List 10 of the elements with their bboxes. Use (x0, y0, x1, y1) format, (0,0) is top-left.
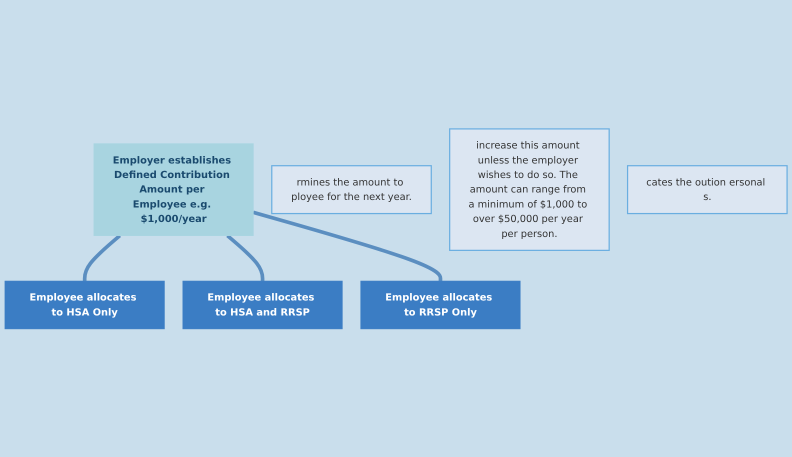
node-box: rmines the amount to ployee for the next year. (271, 164, 432, 214)
node-box: cates the oution ersonal s. (626, 164, 788, 214)
connector (82, 234, 122, 281)
connector (252, 210, 442, 281)
connector (226, 234, 264, 281)
node-box: increase this amount unless the employer wishes to do so. The amount can range from a minimum of $1,000 to over $50,000 per year per person. (449, 128, 610, 251)
node-box: Employee allocates to HSA Only (4, 280, 165, 329)
node-box: Employer establishes Defined Contribution Amount per Employee e.g. $1,000/year (94, 142, 254, 236)
node-box: Employee allocates to HSA and RRSP (182, 280, 343, 329)
node-box: Employee allocates to RRSP Only (360, 280, 521, 329)
